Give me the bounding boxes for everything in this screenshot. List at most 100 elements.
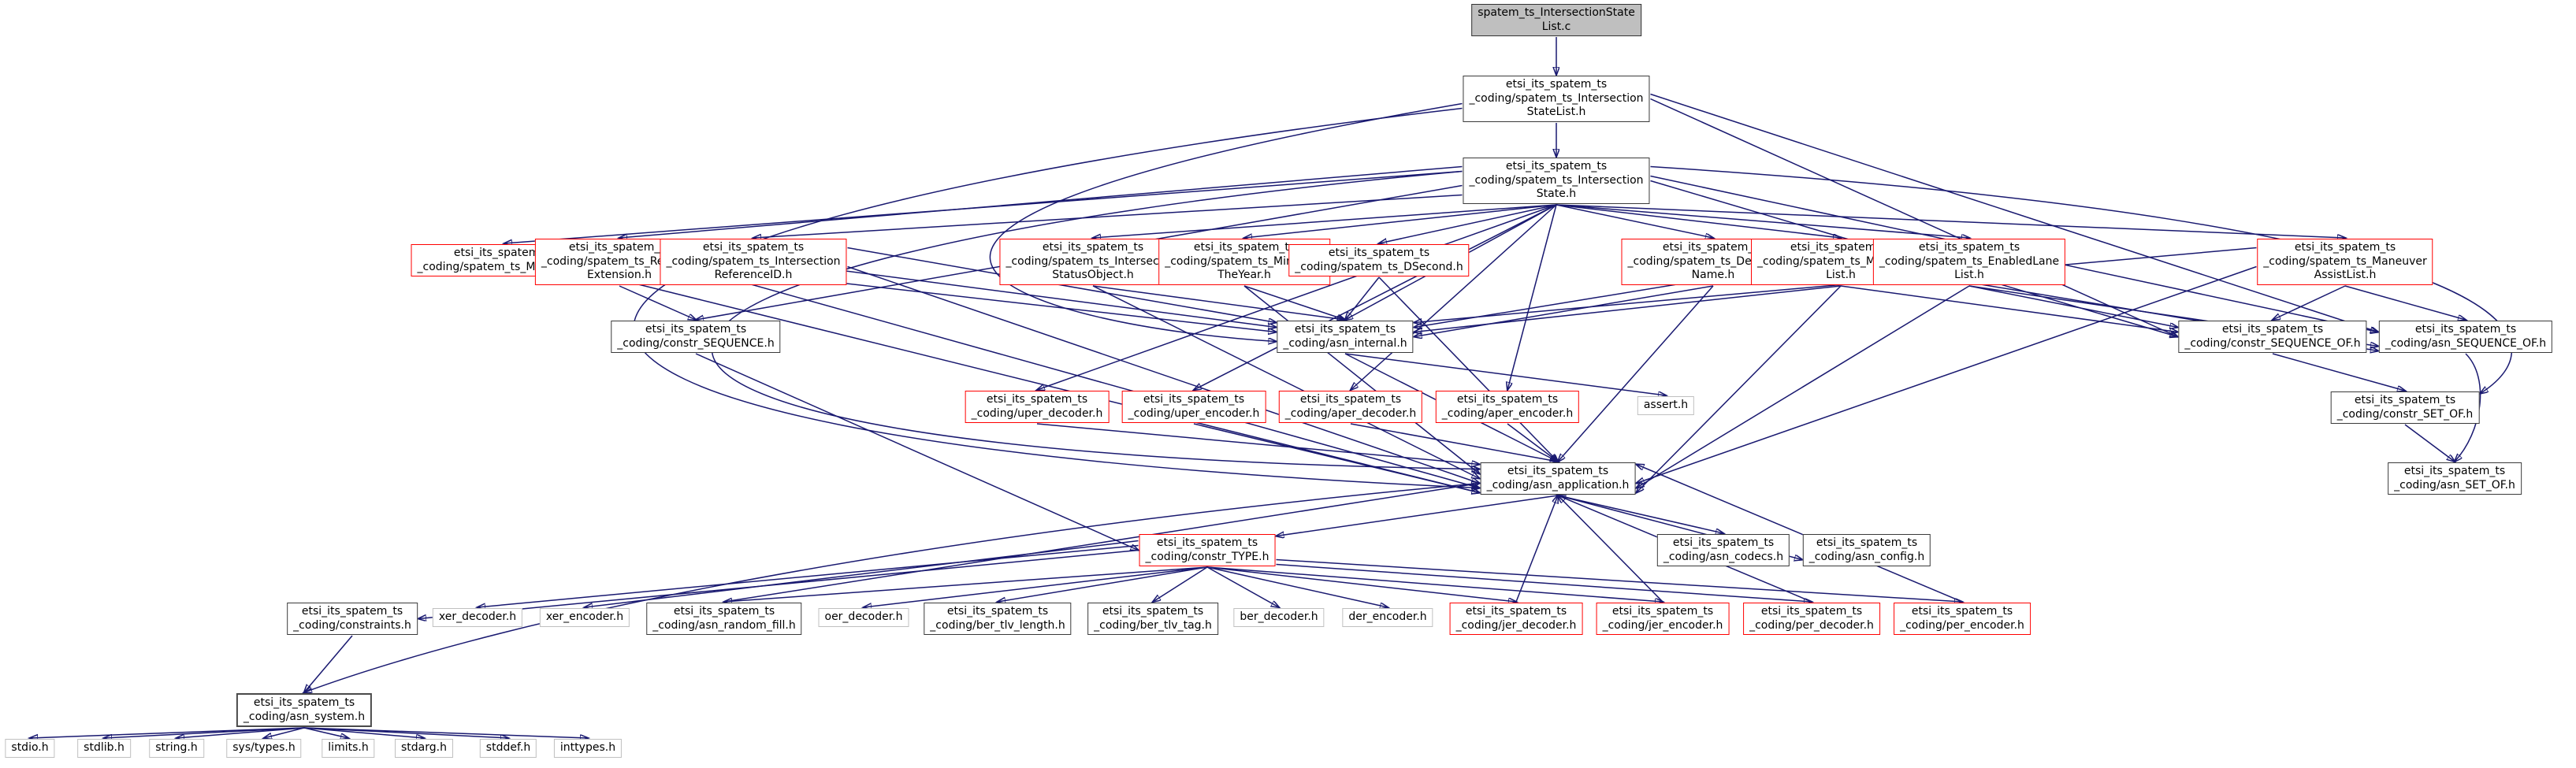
edge-uper-enc--asn-app: [1193, 423, 1480, 493]
edge-movlist--asn-app: [1637, 285, 1842, 493]
edge-asn-internal--assert-h: [1344, 353, 1666, 395]
node-stdlib: stdlib.h: [77, 739, 131, 758]
node-label-line: etsi_its_spatem_ts: [253, 696, 355, 709]
node-label-line: etsi_its_spatem_ts: [1042, 241, 1144, 254]
node-label-line: etsi_its_spatem_ts: [1790, 241, 1892, 254]
node-asn-seq-of[interactable]: etsi_its_spatem_ts_coding/asn_SEQUENCE_O…: [2378, 321, 2553, 353]
node-label-line: _coding/spatem_ts_Intersection: [1469, 173, 1644, 187]
node-jer-enc[interactable]: etsi_its_spatem_ts_coding/jer_encoder.h: [1596, 603, 1730, 635]
node-label-line: etsi_its_spatem_ts: [1760, 605, 1863, 618]
edge-enlane--asn-app: [1637, 285, 1970, 488]
node-statelist-h[interactable]: etsi_its_spatem_ts_coding/spatem_ts_Inte…: [1463, 76, 1650, 122]
node-enlane[interactable]: etsi_its_spatem_ts_coding/spatem_ts_Enab…: [1872, 239, 2066, 285]
node-label-line: _coding/per_encoder.h: [1900, 618, 2024, 632]
node-label-line: List.h: [1826, 269, 1856, 281]
node-ber-tlv-tag[interactable]: etsi_its_spatem_ts_coding/ber_tlv_tag.h: [1087, 603, 1218, 635]
node-label-line: _coding/asn_random_fill.h: [652, 618, 796, 632]
node-label-line: _coding/aper_encoder.h: [1441, 406, 1574, 420]
node-stdarg: stdarg.h: [395, 739, 453, 758]
node-label-line: stdio.h: [11, 741, 49, 754]
node-label-line: etsi_its_spatem_ts: [1816, 536, 1918, 549]
node-constr-type[interactable]: etsi_its_spatem_ts_coding/constr_TYPE.h: [1139, 534, 1276, 566]
node-label-line: _coding/aper_decoder.h: [1284, 406, 1417, 420]
node-label-line: spatem_ts_IntersectionState: [1478, 6, 1635, 19]
edge-jer-dec--asn-app: [1515, 495, 1558, 603]
node-label-line: _coding/asn_codecs.h: [1663, 550, 1784, 563]
node-label-line: ReferenceID.h: [714, 269, 793, 281]
node-label-line: xer_encoder.h: [545, 610, 624, 623]
node-asn-set-of[interactable]: etsi_its_spatem_ts_coding/asn_SET_OF.h: [2388, 462, 2522, 495]
edge-movlist--constr-seq-of: [1840, 285, 2178, 332]
node-label-line: etsi_its_spatem_ts: [1507, 465, 1609, 477]
node-aper-dec[interactable]: etsi_its_spatem_ts_coding/aper_decoder.h: [1278, 391, 1423, 423]
node-constr-seq-of[interactable]: etsi_its_spatem_ts_coding/constr_SEQUENC…: [2178, 321, 2367, 353]
node-intref[interactable]: etsi_its_spatem_ts_coding/spatem_ts_Inte…: [660, 239, 847, 285]
edge-asn-system--string: [177, 727, 305, 738]
edge-maneuver--constr-seq-of: [2273, 285, 2346, 320]
node-maneuver[interactable]: etsi_its_spatem_ts_coding/spatem_ts_Mane…: [2257, 239, 2433, 285]
node-string: string.h: [149, 739, 204, 758]
node-dsecond[interactable]: etsi_its_spatem_ts_coding/spatem_ts_DSec…: [1288, 244, 1470, 276]
node-uper-dec[interactable]: etsi_its_spatem_ts_coding/uper_decoder.h: [965, 391, 1110, 423]
node-random-fill[interactable]: etsi_its_spatem_ts_coding/asn_random_fil…: [646, 603, 802, 635]
node-label-line: etsi_its_spatem_ts: [2354, 394, 2456, 406]
node-label-line: _coding/constr_TYPE.h: [1145, 550, 1269, 563]
edge-aper-dec--asn-app: [1350, 423, 1558, 462]
node-per-dec[interactable]: etsi_its_spatem_ts_coding/per_decoder.h: [1743, 603, 1880, 635]
node-label-line: _coding/spatem_ts_Intersection: [1005, 254, 1180, 268]
node-inttypes: inttypes.h: [553, 739, 623, 758]
node-label-line: etsi_its_spatem_ts: [1102, 605, 1204, 618]
node-per-enc[interactable]: etsi_its_spatem_ts_coding/per_encoder.h: [1894, 603, 2031, 635]
node-asn-codecs[interactable]: etsi_its_spatem_ts_coding/asn_codecs.h: [1656, 534, 1790, 566]
edge-minute--asn-app: [1243, 285, 1480, 474]
edge-statelist-h--asn-internal: [989, 102, 1463, 342]
node-label-line: etsi_its_spatem_ts: [1611, 605, 1714, 618]
node-stdio: stdio.h: [5, 739, 55, 758]
edge-constr-type--der-enc: [1206, 566, 1388, 607]
edge-constraints--asn-system: [304, 635, 353, 692]
edge-constr-type--oer-dec: [864, 566, 1208, 607]
edge-regional--constr-seq: [619, 285, 696, 320]
node-label-line: etsi_its_spatem_ts: [2221, 323, 2324, 336]
node-jer-dec[interactable]: etsi_its_spatem_ts_coding/jer_decoder.h: [1449, 603, 1583, 635]
node-asn-internal[interactable]: etsi_its_spatem_ts_coding/asn_internal.h: [1277, 321, 1414, 353]
node-label-line: etsi_its_spatem_ts: [1294, 323, 1396, 336]
node-label-line: ber_decoder.h: [1240, 610, 1318, 623]
edge-state-h--uper-enc: [1194, 204, 1557, 390]
node-label-line: etsi_its_spatem_ts: [673, 605, 775, 618]
edge-constr-type--jer-enc: [1206, 566, 1663, 602]
edge-constr-type--random-fill: [724, 566, 1208, 602]
node-ber-tlv-len[interactable]: etsi_its_spatem_ts_coding/ber_tlv_length…: [924, 603, 1072, 635]
edge-state-h--uper-dec: [1037, 204, 1557, 390]
node-aper-enc[interactable]: etsi_its_spatem_ts_coding/aper_encoder.h: [1435, 391, 1580, 423]
node-label-line: _coding/ber_tlv_tag.h: [1094, 618, 1212, 632]
edge-constr-type--per-enc: [1276, 558, 1963, 603]
node-label-line: etsi_its_spatem_ts: [1193, 241, 1295, 254]
edge-constr-type--ber-tlv-tag: [1153, 566, 1208, 602]
node-constr-seq[interactable]: etsi_its_spatem_ts_coding/constr_SEQUENC…: [611, 321, 781, 353]
node-label-line: TheYear.h: [1217, 269, 1271, 281]
node-stddef: stddef.h: [479, 739, 537, 758]
node-asn-app[interactable]: etsi_its_spatem_ts_coding/asn_applicatio…: [1480, 462, 1636, 495]
edge-constr-type--xer-dec: [478, 544, 1139, 608]
edge-intref--asn-internal: [847, 247, 1277, 323]
node-uper-enc[interactable]: etsi_its_spatem_ts_coding/uper_encoder.h: [1121, 391, 1266, 423]
node-constr-set-of[interactable]: etsi_its_spatem_ts_coding/constr_SET_OF.…: [2330, 391, 2480, 424]
node-state-h[interactable]: etsi_its_spatem_ts_coding/spatem_ts_Inte…: [1463, 158, 1650, 204]
edge-movlist--asn-internal: [1414, 285, 1842, 332]
node-label-line: StatusObject.h: [1052, 269, 1134, 281]
node-label-line: _coding/asn_internal.h: [1283, 336, 1407, 350]
node-asn-config[interactable]: etsi_its_spatem_ts_coding/asn_config.h: [1802, 534, 1931, 566]
node-constraints[interactable]: etsi_its_spatem_ts_coding/constraints.h: [287, 603, 418, 635]
node-label-line: etsi_its_spatem_ts: [1505, 78, 1608, 91]
edge-maneuver--asn-seq-of: [2344, 285, 2466, 320]
edge-state-h--dsecond: [1379, 204, 1557, 243]
edge-asn-system--inttypes: [303, 727, 588, 738]
node-asn-system[interactable]: etsi_its_spatem_ts_coding/asn_system.h: [236, 693, 373, 727]
node-label-line: _coding/constraints.h: [293, 618, 411, 632]
edge-descname--asn-internal: [1414, 285, 1714, 337]
node-minute[interactable]: etsi_its_spatem_ts_coding/spatem_ts_Minu…: [1158, 239, 1330, 285]
node-label-line: _coding/spatem_ts_MinuteOf: [1165, 254, 1324, 268]
edge-intstatus--asn-internal: [1092, 285, 1345, 320]
